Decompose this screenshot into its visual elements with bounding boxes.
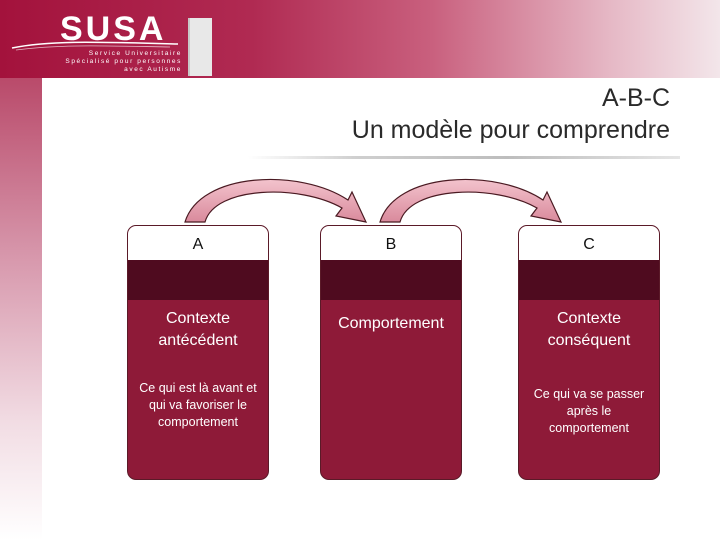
- title-line-2: Un modèle pour comprendre: [351, 116, 670, 144]
- column-dark-band: [519, 260, 659, 300]
- header-band: [0, 0, 720, 78]
- column-description: Ce qui est là avant et qui va favoriser …: [139, 381, 257, 429]
- slide-title: A-B-C Un modèle pour comprendre: [352, 82, 670, 146]
- logo-swoosh-icon: [11, 41, 179, 51]
- title-divider: [248, 156, 680, 159]
- logo-subtitle-line: avec Autisme: [124, 66, 182, 73]
- column-b: B Comportement: [320, 225, 462, 480]
- column-a: A Contexte antécédent Ce qui est là avan…: [127, 225, 269, 480]
- left-decorative-band: [0, 78, 42, 540]
- column-c: C Contexte conséquent Ce qui va se passe…: [518, 225, 660, 480]
- column-dark-band: [321, 260, 461, 300]
- title-line-1: A-B-C: [601, 84, 670, 112]
- logo-subtitle: Service Universitaire Spécialisé pour pe…: [62, 50, 182, 74]
- column-letter: C: [519, 226, 659, 261]
- column-label: Comportement: [338, 315, 444, 332]
- column-letter: B: [321, 226, 461, 261]
- column-description: Ce qui va se passer après le comportemen…: [533, 387, 645, 435]
- column-letter: A: [128, 226, 268, 261]
- logo-bar: [188, 18, 212, 76]
- arrow-b-to-c: [379, 178, 563, 223]
- column-label: Contexte antécédent: [158, 310, 238, 349]
- arrow-a-to-b: [184, 178, 368, 223]
- logo-subtitle-line: Spécialisé pour personnes: [65, 58, 182, 65]
- column-dark-band: [128, 260, 268, 300]
- column-label: Contexte conséquent: [547, 310, 631, 349]
- logo-subtitle-line: Service Universitaire: [88, 50, 182, 57]
